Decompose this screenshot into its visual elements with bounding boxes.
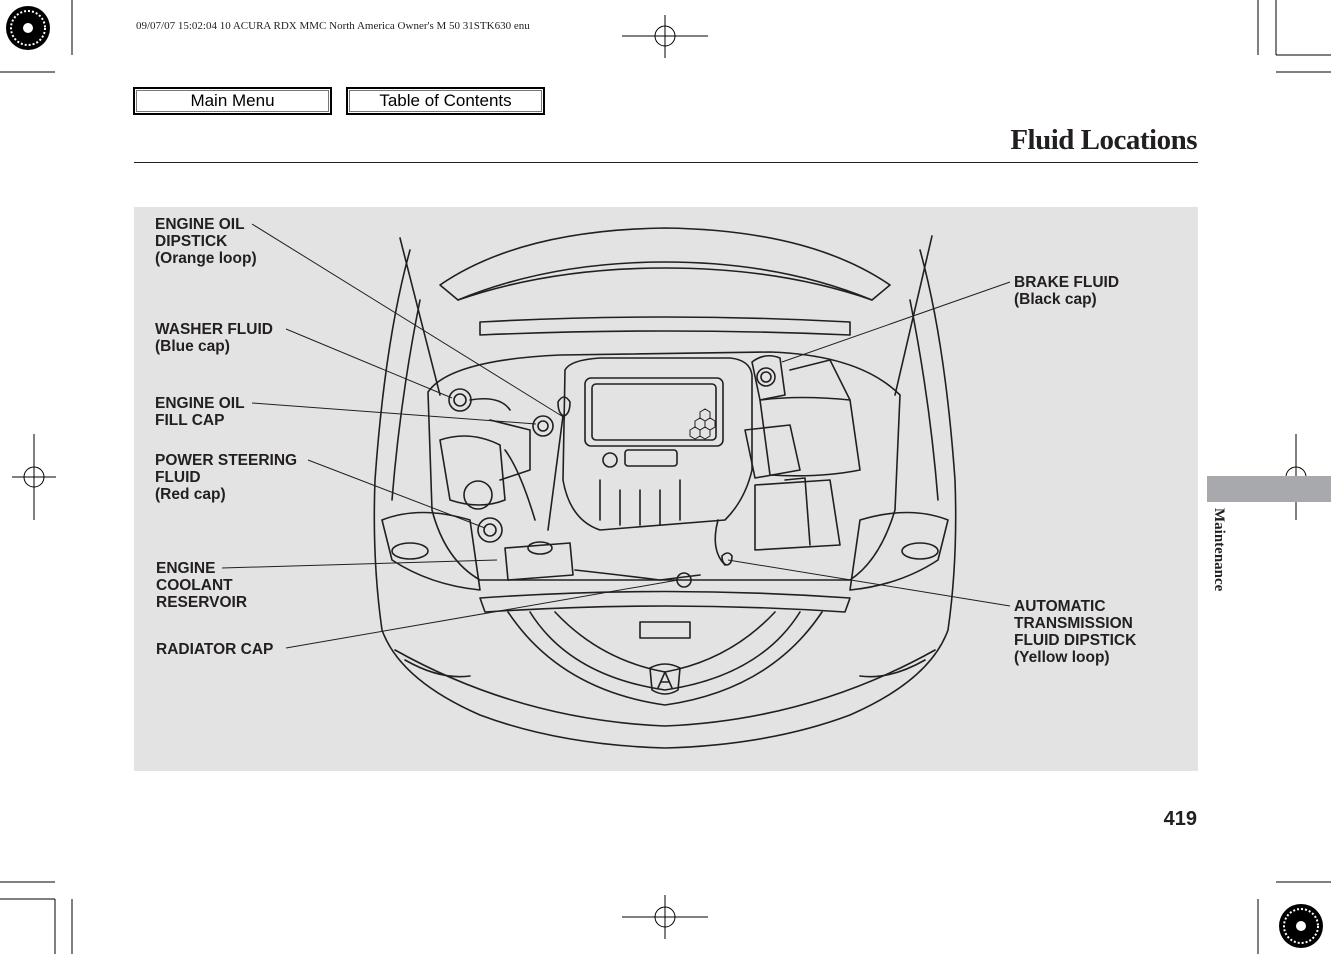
title-divider: [134, 162, 1198, 163]
table-of-contents-button[interactable]: Table of Contents: [346, 87, 545, 115]
label-brake-fluid: BRAKE FLUID (Black cap): [1014, 274, 1120, 308]
label-radiator-cap: RADIATOR CAP: [156, 641, 274, 658]
label-engine-coolant-reservoir: ENGINE COOLANT RESERVOIR: [156, 560, 248, 611]
print-header: 09/07/07 15:02:04 10 ACURA RDX MMC North…: [136, 20, 530, 32]
engine-compartment-figure: ENGINE OIL DIPSTICK (Orange loop) WASHER…: [134, 207, 1198, 771]
page-title: Fluid Locations: [1010, 124, 1197, 156]
engine-illustration: [221, 223, 1011, 749]
section-tab-label: Maintenance: [1211, 508, 1227, 592]
label-engine-oil-dipstick: ENGINE OIL DIPSTICK (Orange loop): [155, 216, 257, 267]
label-power-steering-fluid: POWER STEERING FLUID (Red cap): [155, 452, 298, 503]
label-washer-fluid: WASHER FLUID (Blue cap): [155, 321, 273, 355]
section-tab: [1207, 476, 1331, 502]
leader-lines: [221, 223, 1011, 649]
main-menu-button[interactable]: Main Menu: [133, 87, 332, 115]
label-engine-oil-fill-cap: ENGINE OIL FILL CAP: [155, 395, 245, 429]
label-atf-dipstick: AUTOMATIC TRANSMISSION FLUID DIPSTICK (Y…: [1014, 598, 1137, 666]
page-number: 419: [1163, 808, 1197, 830]
starburst-circle-icon: [6, 6, 1323, 948]
